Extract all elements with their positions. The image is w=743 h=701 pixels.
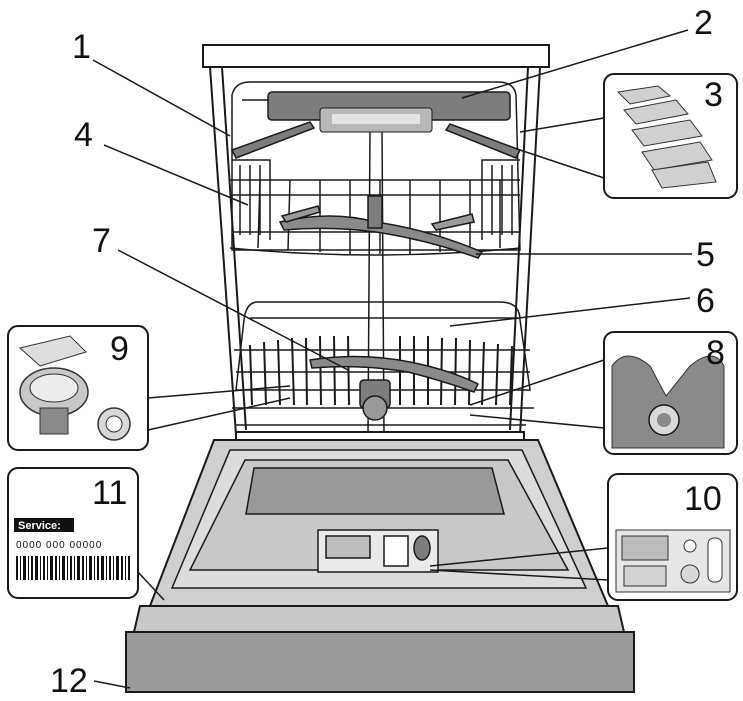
callout-10: 10 bbox=[684, 480, 722, 518]
callout-9: 9 bbox=[110, 330, 129, 368]
callout-4: 4 bbox=[74, 116, 93, 154]
barcode bbox=[16, 556, 130, 580]
callout-11: 11 bbox=[92, 474, 127, 512]
cup-shelf bbox=[230, 121, 522, 159]
callout-3: 3 bbox=[704, 76, 723, 114]
door bbox=[125, 431, 635, 693]
service-code: 0000 000 00000 bbox=[16, 540, 102, 551]
callout-12: 12 bbox=[50, 662, 88, 700]
top-spray-arm bbox=[267, 91, 511, 133]
detergent-dispenser bbox=[317, 529, 439, 573]
callout-numbers: 1 2 3 4 5 6 7 8 9 10 11 12 bbox=[50, 4, 725, 700]
callout-1: 1 bbox=[72, 28, 91, 66]
callout-7: 7 bbox=[92, 222, 111, 260]
inset-salt-container bbox=[7, 325, 149, 451]
callout-2: 2 bbox=[694, 4, 713, 42]
upper-spray-arm bbox=[278, 195, 484, 259]
service-label: Service: bbox=[18, 520, 61, 532]
inset-dispenser bbox=[607, 473, 738, 601]
lower-spray-arm bbox=[309, 355, 480, 421]
inset-rating-label: Service: 0000 000 00000 bbox=[7, 467, 139, 599]
callout-6: 6 bbox=[696, 282, 715, 320]
callout-5: 5 bbox=[696, 236, 715, 274]
inset-filter bbox=[603, 331, 738, 455]
callout-8: 8 bbox=[706, 334, 725, 372]
inset-cutlery-rack bbox=[603, 73, 738, 199]
leader-lines bbox=[92, 29, 692, 689]
